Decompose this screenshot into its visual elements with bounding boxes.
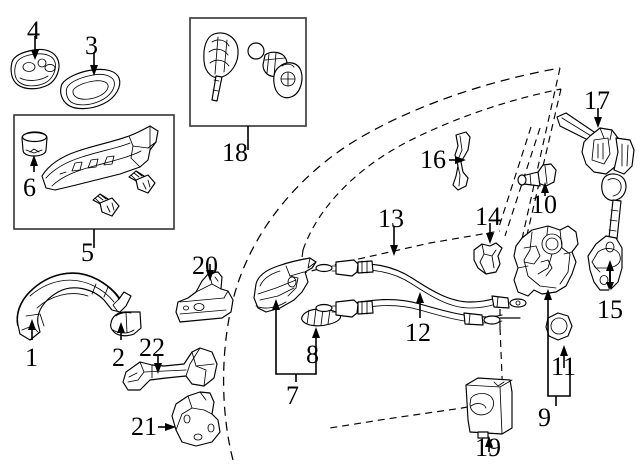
part-13-lock-control-cable (315, 259, 527, 309)
callout-13: 13 (378, 204, 404, 233)
part-19-door-lock-control-unit (465, 377, 513, 439)
handle-screw-lower (92, 193, 120, 217)
callout-22: 22 (139, 333, 165, 362)
part-12-latch-release-cable (315, 298, 521, 326)
callout-21: 21 (131, 412, 157, 441)
callout-8: 8 (306, 340, 319, 369)
callout-17: 17 (584, 86, 610, 115)
part-17-lock-cylinder-with-key (556, 112, 635, 240)
part-20-upper-door-hinge (175, 271, 234, 323)
callout-12: 12 (405, 318, 431, 347)
part-10-lock-cylinder-screw (517, 163, 557, 187)
callout-5: 5 (81, 238, 94, 267)
callout-4: 4 (27, 16, 40, 45)
box-inside-handle-assembly (13, 114, 175, 248)
part-7-inside-door-handle (253, 257, 317, 313)
callout-7: 7 (286, 381, 299, 410)
callout-11: 11 (551, 352, 577, 381)
part-4-handle-bezel (10, 48, 60, 90)
handle-screw-upper (128, 170, 156, 194)
callout-6: 6 (23, 173, 36, 202)
callout-20: 20 (192, 251, 218, 280)
inside-handle-body (41, 125, 159, 191)
callout-16: 16 (420, 145, 446, 174)
callout-10: 10 (531, 190, 557, 219)
box-key-kit (189, 17, 307, 150)
part-9-door-lock-actuator (513, 225, 579, 297)
callout-14: 14 (475, 202, 501, 231)
part-3-handle-cover (60, 68, 121, 110)
part-21-lower-door-hinge (171, 391, 221, 447)
key-fob-secondary (273, 62, 303, 99)
callout-9: 9 (538, 403, 551, 432)
callout-19: 19 (475, 433, 501, 462)
callout-15: 15 (597, 295, 623, 324)
part-22-door-check-strap (122, 347, 218, 391)
callout-3: 3 (85, 31, 98, 60)
callout-1: 1 (25, 343, 38, 372)
part-14-lock-rod-retainer (473, 242, 503, 275)
leader-lines (28, 36, 614, 452)
part-11-lock-grommet (545, 312, 573, 341)
callout-18: 18 (222, 138, 248, 167)
part-1-outside-door-handle (16, 272, 132, 341)
handle-cap-plug (21, 131, 48, 157)
callout-2: 2 (112, 343, 125, 372)
key-master (203, 32, 239, 102)
part-2-handle-end-cap (110, 311, 142, 337)
part-8-handle-bezel-clip (301, 308, 342, 327)
door-outline-dashed (222, 67, 562, 461)
part-15-door-striker (587, 235, 623, 291)
